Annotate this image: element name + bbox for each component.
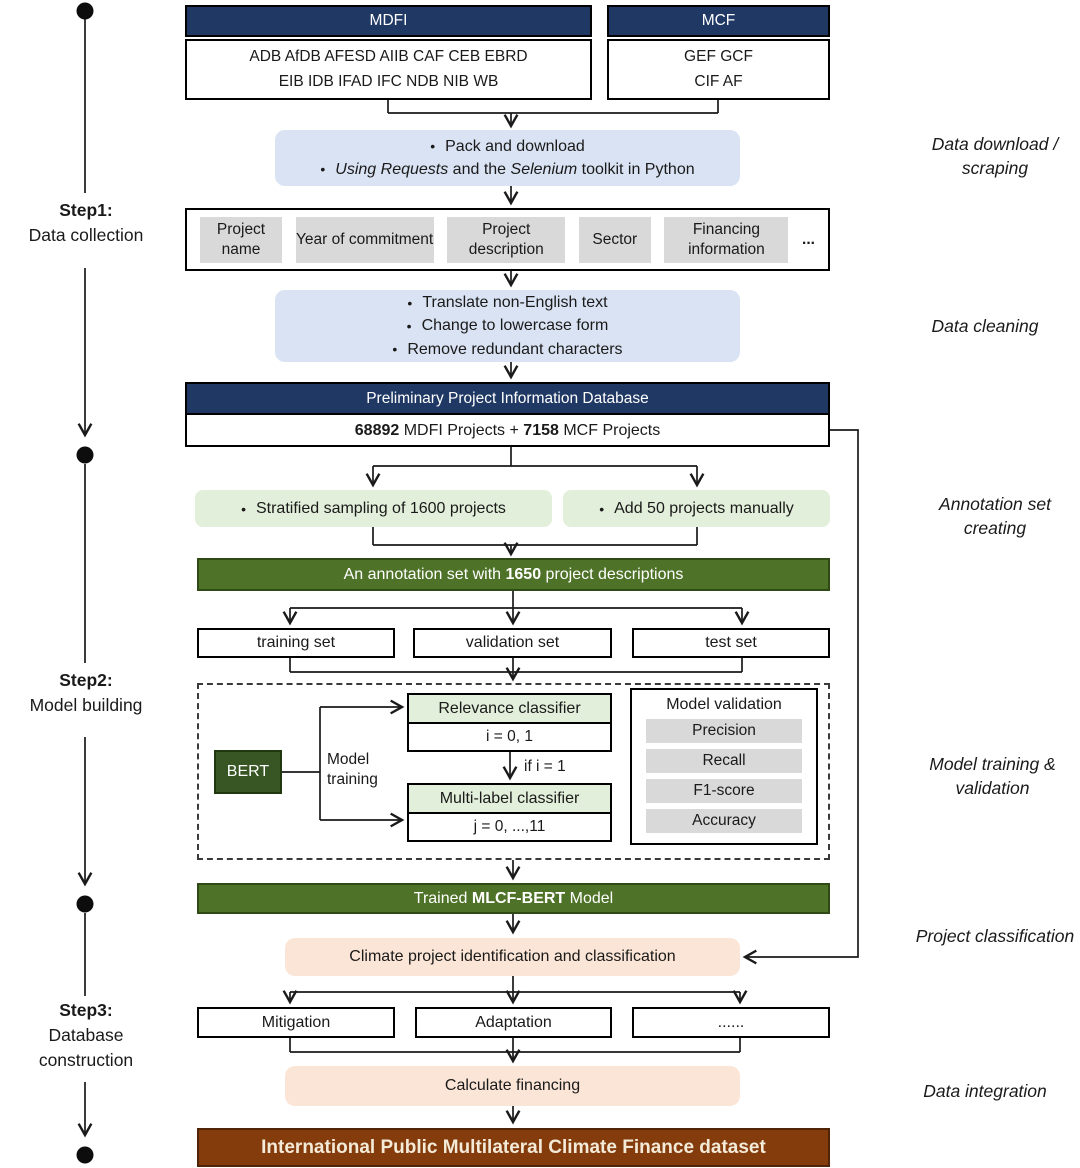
cleaning-line2: Change to lowercase form (421, 317, 609, 335)
mcf-source-box: MCF GEF GCF CIF AF (607, 5, 830, 100)
step1-subtitle: Data collection (28, 224, 144, 245)
cleaning-line3: Remove redundant characters (407, 340, 623, 358)
field-financing-information: Financing information (664, 216, 789, 263)
field-project-description: Project description (447, 216, 566, 263)
cleaning-bullet-2: • Change to lowercase form (407, 314, 609, 337)
metric-f1-score: F1-score (646, 779, 802, 803)
field-ellipsis: ... (802, 230, 815, 248)
bert-box: BERT (214, 750, 282, 794)
download-line1: Pack and download (445, 137, 585, 155)
step2-subtitle: Model building (29, 694, 143, 715)
model-building-region (197, 683, 830, 860)
bullet-icon: • (430, 138, 436, 155)
validation-set-box: validation set (413, 628, 612, 658)
condition-label: if i = 1 (524, 758, 566, 775)
download-process-box: • Pack and download • Using Requests and… (275, 130, 740, 186)
test-set-box: test set (632, 628, 830, 658)
stage-label-project-classification: Project classification (915, 926, 1075, 946)
project-fields-box: Project name Year of commitment Project … (185, 208, 830, 271)
mdfi-banks-line2: EIB IDB IFAD IFC NDB NIB WB (278, 72, 499, 90)
metric-precision: Precision (646, 719, 802, 743)
manual-add-label: Add 50 projects manually (614, 499, 794, 517)
bullet-icon: • (241, 500, 246, 517)
model-validation-box: Model validation Precision Recall F1-sco… (630, 688, 818, 845)
metric-recall: Recall (646, 749, 802, 773)
relevance-classifier-output: i = 0, 1 (486, 728, 533, 745)
mdfi-banks-line1: ADB AfDB AFESD AIIB CAF CEB EBRD (249, 48, 528, 66)
bullet-icon: • (406, 317, 412, 334)
mcf-body: GEF GCF CIF AF (607, 39, 830, 100)
relevance-classifier-box: Relevance classifier i = 0, 1 (407, 693, 612, 752)
manual-add-box: • Add 50 projects manually (563, 490, 830, 527)
field-year-of-commitment: Year of commitment (295, 216, 434, 263)
bullet-icon: • (320, 161, 326, 178)
step1-title: Step1: (59, 200, 113, 220)
annotation-set-bar: An annotation set with 1650 project desc… (197, 558, 830, 591)
bullet-icon: • (599, 500, 605, 517)
stage-label-data-download: Data download / scraping (931, 134, 1059, 178)
stage-label-model-training: Model training & validation (929, 754, 1056, 798)
mcf-header: MCF (607, 5, 830, 37)
mitigation-box: Mitigation (197, 1007, 395, 1038)
step3-subtitle: Database construction (38, 1024, 134, 1070)
calculate-financing-box: Calculate financing (285, 1066, 740, 1106)
cleaning-bullet-3: • Remove redundant characters (392, 338, 622, 361)
mdfi-source-box: MDFI ADB AfDB AFESD AIIB CAF CEB EBRD EI… (185, 5, 592, 100)
timeline-dots (76, 2, 94, 1164)
cleaning-process-box: • Translate non-English text • Change to… (275, 290, 740, 362)
multilabel-classifier-header: Multi-label classifier (409, 785, 610, 814)
adaptation-box: Adaptation (415, 1007, 612, 1038)
step3-title: Step3: (59, 1000, 113, 1020)
cleaning-line1: Translate non-English text (422, 294, 608, 312)
download-bullet-1: • Pack and download (430, 135, 585, 158)
relevance-classifier-header: Relevance classifier (409, 695, 610, 724)
training-set-box: training set (197, 628, 395, 658)
field-sector: Sector (578, 216, 651, 263)
mcf-funds-line1: GEF GCF (684, 48, 753, 66)
stratified-sampling-box: • Stratified sampling of 1600 projects (195, 490, 552, 527)
other-categories-box: ...... (632, 1007, 830, 1038)
mcf-funds-line2: CIF AF (694, 72, 743, 90)
step2-title: Step2: (59, 670, 113, 690)
classification-process-box: Climate project identification and class… (285, 938, 740, 976)
database-counts: 68892 MDFI Projects + 7158 MCF Projects (354, 422, 661, 439)
stage-label-data-integration: Data integration (923, 1081, 1047, 1101)
bullet-icon: • (392, 341, 398, 358)
stratified-sampling-label: Stratified sampling of 1600 projects (255, 499, 506, 517)
database-header: Preliminary Project Information Database (187, 384, 828, 415)
trained-model-bar: Trained MLCF-BERT Model (197, 883, 830, 914)
preliminary-database-box: Preliminary Project Information Database… (185, 382, 830, 447)
metric-accuracy: Accuracy (646, 809, 802, 833)
download-bullet-2: • Using Requests and the Selenium toolki… (320, 158, 694, 181)
model-training-label: Model training (327, 751, 378, 789)
multilabel-classifier-box: Multi-label classifier j = 0, ...,11 (407, 783, 612, 842)
download-line2: Using Requests and the Selenium toolkit … (335, 161, 695, 178)
timeline-step3-label: Step3: Database construction (0, 998, 172, 1073)
field-project-name: Project name (200, 216, 282, 263)
mdfi-body: ADB AfDB AFESD AIIB CAF CEB EBRD EIB IDB… (185, 39, 592, 100)
stage-label-data-cleaning: Data cleaning (931, 316, 1039, 336)
timeline-step2-label: Step2: Model building (0, 668, 172, 718)
stage-label-annotation-set: Annotation set creating (939, 494, 1051, 538)
cleaning-bullet-1: • Translate non-English text (407, 291, 607, 314)
timeline-step1-label: Step1: Data collection (0, 198, 172, 248)
mdfi-header: MDFI (185, 5, 592, 37)
bullet-icon: • (407, 294, 413, 311)
model-validation-title: Model validation (666, 696, 782, 713)
final-dataset-box: International Public Multilateral Climat… (197, 1128, 830, 1167)
multilabel-classifier-output: j = 0, ...,11 (473, 818, 546, 835)
